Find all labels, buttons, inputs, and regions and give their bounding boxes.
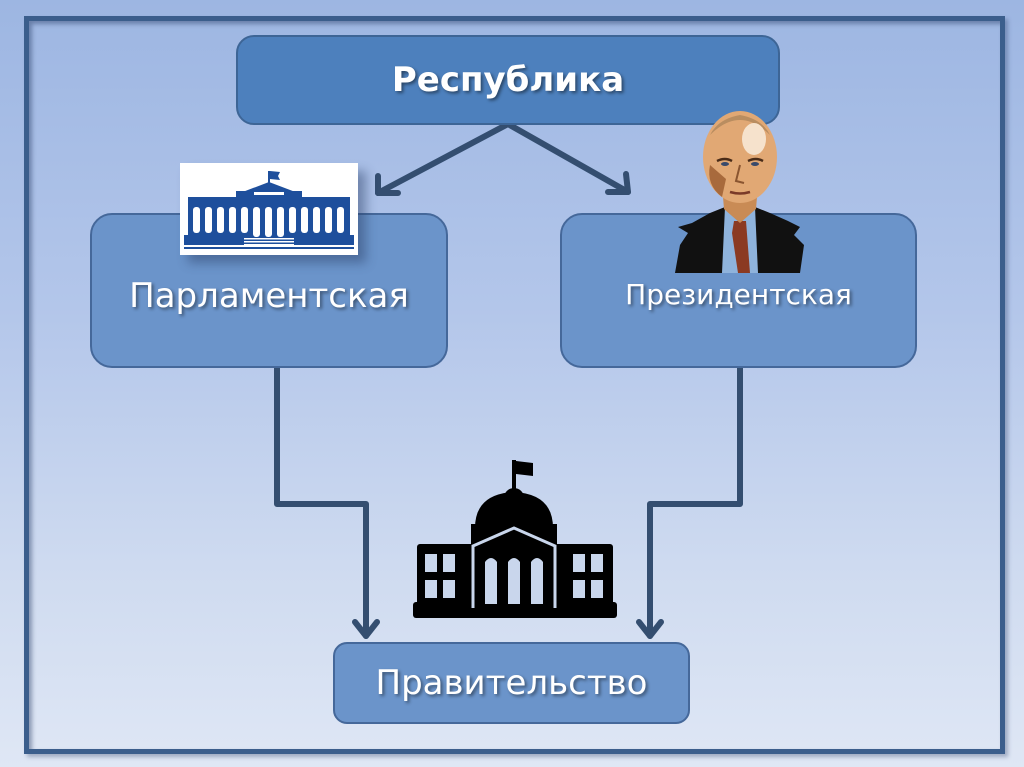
node-republic-label: Республика bbox=[391, 60, 625, 100]
node-presidential-label: Президентская bbox=[625, 278, 852, 311]
node-government-label: Правительство bbox=[375, 663, 648, 703]
slide-frame bbox=[24, 16, 1005, 754]
node-parliamentary-label: Парламентская bbox=[129, 275, 409, 316]
node-presidential: Президентская bbox=[560, 213, 917, 368]
government-building-icon bbox=[413, 458, 617, 628]
node-government: Правительство bbox=[333, 642, 690, 724]
parliament-building-icon bbox=[180, 163, 358, 255]
node-parliamentary: Парламентская bbox=[90, 213, 448, 368]
president-portrait bbox=[670, 105, 810, 275]
node-republic: Республика bbox=[236, 35, 780, 125]
